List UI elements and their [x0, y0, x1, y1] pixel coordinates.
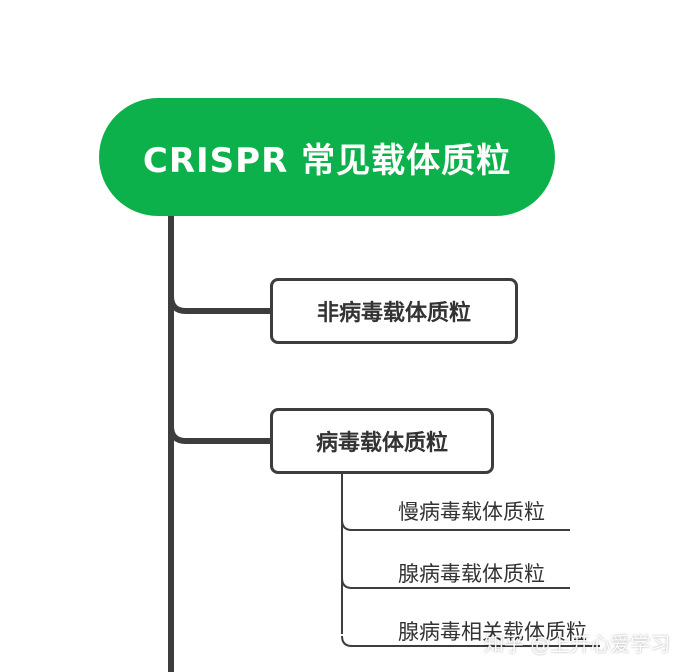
branch-line-viral — [168, 425, 272, 444]
leaf-line-aav — [341, 635, 600, 647]
leaf-lentivirus: 慢病毒载体质粒 — [398, 500, 545, 524]
node-nonviral-vector: 非病毒载体质粒 — [270, 278, 518, 344]
leaf-adeno-associated-virus: 腺病毒相关载体质粒 — [398, 620, 587, 644]
root-node-label: CRISPR 常见载体质粒 — [142, 140, 512, 181]
branch-line-nonviral — [168, 295, 272, 314]
node-viral-vector: 病毒载体质粒 — [270, 408, 494, 474]
leaf-line-lenti — [341, 519, 570, 531]
leaf-line-adeno — [341, 577, 570, 589]
watermark: 知乎 @上开心爱学习 — [484, 632, 671, 656]
root-node: CRISPR 常见载体质粒 — [99, 98, 555, 216]
node-nonviral-label: 非病毒载体质粒 — [316, 301, 471, 326]
node-viral-label: 病毒载体质粒 — [315, 431, 448, 456]
leaf-adenovirus: 腺病毒载体质粒 — [398, 562, 545, 586]
